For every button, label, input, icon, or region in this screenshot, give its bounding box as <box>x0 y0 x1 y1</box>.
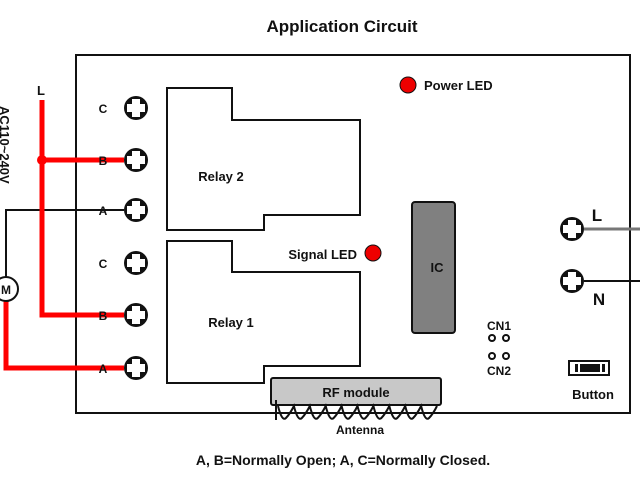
motor-label: M <box>1 283 11 297</box>
line-label: L <box>37 83 45 98</box>
terminal-screw-icon <box>560 269 584 293</box>
junction-dot <box>37 155 47 165</box>
antenna-icon <box>277 403 438 420</box>
ic-label: IC <box>431 260 445 275</box>
signal-led-label: Signal LED <box>288 247 357 262</box>
button-slider <box>580 364 600 372</box>
terminal-label: A <box>99 362 108 376</box>
relay-1 <box>166 240 361 384</box>
terminal-label: C <box>99 257 108 271</box>
voltage-label: AC110~240V <box>0 106 12 184</box>
caption: A, B=Normally Open; A, C=Normally Closed… <box>196 452 490 468</box>
terminal-label: B <box>99 309 108 323</box>
terminal-relay1-b[interactable]: B <box>99 303 148 327</box>
terminal-label: C <box>99 102 108 116</box>
motor-wire-relay1-a <box>3 301 124 371</box>
terminal-n-label: N <box>593 290 605 309</box>
rf-module <box>270 377 442 406</box>
terminal-screw-icon <box>124 198 148 222</box>
cn1-pins[interactable] <box>488 334 510 342</box>
terminal-screw-icon <box>124 148 148 172</box>
terminal-relay1-a[interactable]: A <box>99 356 148 380</box>
diagram-title: Application Circuit <box>266 17 417 36</box>
button-label: Button <box>572 387 614 402</box>
line-wire <box>39 100 124 318</box>
terminal-relay2-b[interactable]: B <box>99 148 148 172</box>
pin-icon <box>488 352 496 360</box>
pin-icon <box>502 352 510 360</box>
motor-wire-a <box>5 209 124 277</box>
terminal-screw-icon <box>124 251 148 275</box>
pin-icon <box>502 334 510 342</box>
relay-2 <box>166 87 361 231</box>
terminal-screw-icon <box>560 217 584 241</box>
terminal-block-left: C B A C B A <box>99 96 148 380</box>
terminal-relay1-c[interactable]: C <box>99 251 148 275</box>
signal-led-icon <box>364 244 382 262</box>
button-detail <box>602 364 605 372</box>
button-switch[interactable] <box>568 360 610 376</box>
terminal-screw-icon <box>124 356 148 380</box>
cn2-label: CN2 <box>487 364 511 378</box>
terminal-power-l[interactable]: L <box>560 206 602 241</box>
terminal-screw-icon <box>124 96 148 120</box>
motor-icon <box>0 276 19 302</box>
antenna-label: Antenna <box>336 423 384 437</box>
rf-module-label: RF module <box>322 385 389 400</box>
relay-2-label: Relay 2 <box>198 169 244 184</box>
terminal-relay2-c[interactable]: C <box>99 96 148 120</box>
cn2-pins[interactable] <box>488 352 510 360</box>
ic-chip <box>411 201 456 334</box>
relay-1-label: Relay 1 <box>208 315 254 330</box>
power-led-label: Power LED <box>424 78 493 93</box>
terminal-relay2-a[interactable]: A <box>99 198 148 222</box>
power-led-icon <box>399 76 417 94</box>
terminal-power-n[interactable]: N <box>560 269 605 309</box>
terminal-l-label: L <box>592 206 602 225</box>
terminal-label: A <box>99 204 108 218</box>
terminal-label: B <box>99 154 108 168</box>
terminal-screw-icon <box>124 303 148 327</box>
button-detail <box>575 364 578 372</box>
cn1-label: CN1 <box>487 319 511 333</box>
pin-icon <box>488 334 496 342</box>
